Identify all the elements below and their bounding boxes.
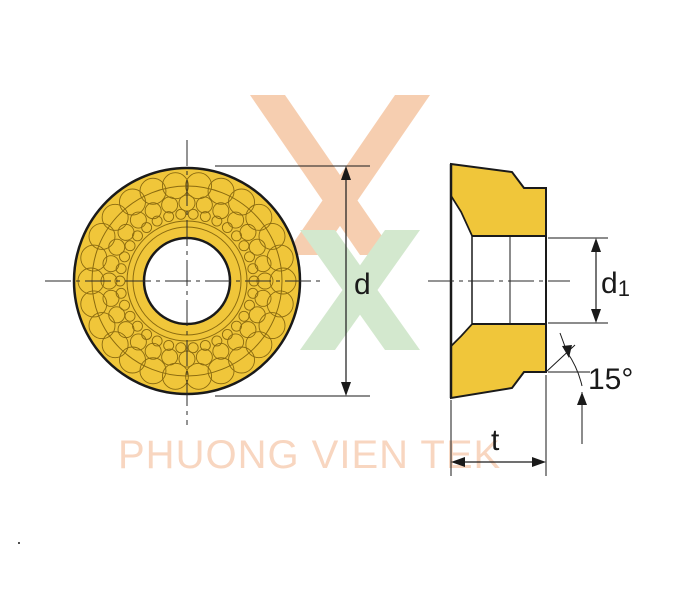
- chipbreaker-scallop: [238, 240, 250, 252]
- chipbreaker-scallop: [245, 331, 273, 359]
- chipbreaker-scallop: [244, 251, 255, 263]
- label-angle: 15°: [588, 363, 633, 396]
- chipbreaker-scallop: [247, 263, 259, 275]
- watermark-stroke-orange-1: [250, 95, 395, 255]
- chipbreaker-scallop: [199, 211, 211, 223]
- chipbreaker-scallop: [231, 230, 242, 242]
- arrow-up-icon: [577, 392, 587, 405]
- arrow-down-icon: [562, 345, 572, 358]
- chipbreaker-scallop: [248, 306, 266, 324]
- chipbreaker-scallop: [187, 342, 199, 354]
- chipbreaker-scallop: [141, 222, 153, 233]
- chipbreaker-scallop: [195, 196, 213, 214]
- chipbreaker-scallop: [124, 310, 136, 322]
- chipbreaker-scallop: [266, 244, 294, 272]
- label-d1-sub: 1: [618, 276, 630, 301]
- chipbreaker-pattern: [77, 172, 297, 390]
- chipbreaker-scallop: [139, 177, 167, 205]
- arrow-up-icon: [341, 166, 351, 180]
- arrow-up-icon: [591, 238, 601, 252]
- chipbreaker-scallop: [124, 240, 136, 252]
- label-d1-main: d: [601, 267, 618, 300]
- chipbreaker-scallop: [115, 287, 127, 299]
- chipbreaker-scallop: [161, 196, 179, 214]
- stray-mark: ·: [16, 532, 22, 552]
- chipbreaker-scallop: [211, 215, 223, 227]
- chipbreaker-scallop: [266, 290, 294, 318]
- chipbreaker-scallop: [151, 215, 163, 227]
- chipbreaker-scallop: [195, 348, 213, 366]
- chipbreaker-scallop: [187, 208, 199, 220]
- chipbreaker-scallop: [244, 299, 255, 311]
- watermark-logo: [250, 95, 430, 350]
- watermark-stroke-green-2: [300, 230, 420, 350]
- arrow-left-icon: [451, 457, 465, 467]
- chipbreaker-scallop: [247, 287, 259, 299]
- chipbreaker-scallop: [102, 289, 120, 307]
- chipbreaker-scallop: [258, 312, 286, 340]
- chipbreaker-scallop: [119, 299, 130, 311]
- chipbreaker-scallop: [101, 331, 129, 359]
- chipbreaker-scallop: [88, 312, 116, 340]
- chipbreaker-scallop: [227, 333, 245, 351]
- dimension-d1: d1: [548, 237, 630, 324]
- chipbreaker-scallop: [102, 255, 120, 273]
- front-view: [45, 140, 325, 425]
- arrow-right-icon: [532, 457, 546, 467]
- chipbreaker-scallop: [199, 339, 211, 351]
- chipbreaker-scallop: [221, 329, 233, 340]
- chipbreaker-scallop: [211, 335, 223, 347]
- chipbreaker-scallop: [108, 306, 126, 324]
- chipbreaker-scallop: [245, 203, 273, 231]
- chipbreaker-scallop: [101, 203, 129, 231]
- label-d1: d1: [601, 267, 630, 301]
- chipbreaker-scallop: [80, 290, 108, 318]
- chipbreaker-scallop: [151, 335, 163, 347]
- dimension-angle: 15°: [545, 332, 633, 444]
- label-d: d: [354, 268, 371, 301]
- chipbreaker-scallop: [132, 230, 143, 242]
- arrow-down-icon: [591, 309, 601, 323]
- chipbreaker-scallop: [163, 339, 175, 351]
- chipbreaker-scallop: [231, 320, 242, 332]
- chipbreaker-scallop: [161, 362, 189, 390]
- chipbreaker-scallop: [207, 357, 235, 385]
- side-view: [428, 162, 570, 400]
- dimension-d: d: [215, 165, 371, 397]
- chipbreaker-scallop: [254, 255, 272, 273]
- chipbreaker-scallop: [185, 362, 213, 390]
- watermark-text: PHUONG VIEN TEK: [118, 433, 501, 477]
- chipbreaker-scallop: [88, 222, 116, 250]
- chipbreaker-scallop: [221, 222, 233, 233]
- chipbreaker-scallop: [185, 172, 213, 200]
- angle-arc: [566, 351, 583, 387]
- chipbreaker-scallop: [108, 238, 126, 256]
- chipbreaker-scallop: [129, 211, 147, 229]
- chipbreaker-scallop: [238, 310, 250, 322]
- chipbreaker-scallop: [258, 222, 286, 250]
- arrow-down-icon: [341, 382, 351, 396]
- side-body-bottom: [450, 323, 547, 400]
- chipbreaker-scallop: [161, 348, 179, 366]
- chipbreaker-scallop: [175, 208, 187, 220]
- chipbreaker-scallop: [132, 320, 143, 332]
- chipbreaker-scallop: [115, 263, 127, 275]
- dimension-t: t: [450, 375, 547, 476]
- chipbreaker-scallop: [129, 333, 147, 351]
- chipbreaker-scallop: [119, 251, 130, 263]
- chipbreaker-scallop: [227, 211, 245, 229]
- chipbreaker-scallop: [80, 244, 108, 272]
- chipbreaker-scallop: [175, 342, 187, 354]
- chipbreaker-scallop: [163, 211, 175, 223]
- watermark-stroke-orange-2: [285, 95, 430, 255]
- chipbreaker-scallop: [248, 238, 266, 256]
- chipbreaker-scallop: [254, 289, 272, 307]
- label-t: t: [491, 424, 500, 457]
- chipbreaker-scallop: [161, 172, 189, 200]
- chipbreaker-scallop: [141, 329, 153, 340]
